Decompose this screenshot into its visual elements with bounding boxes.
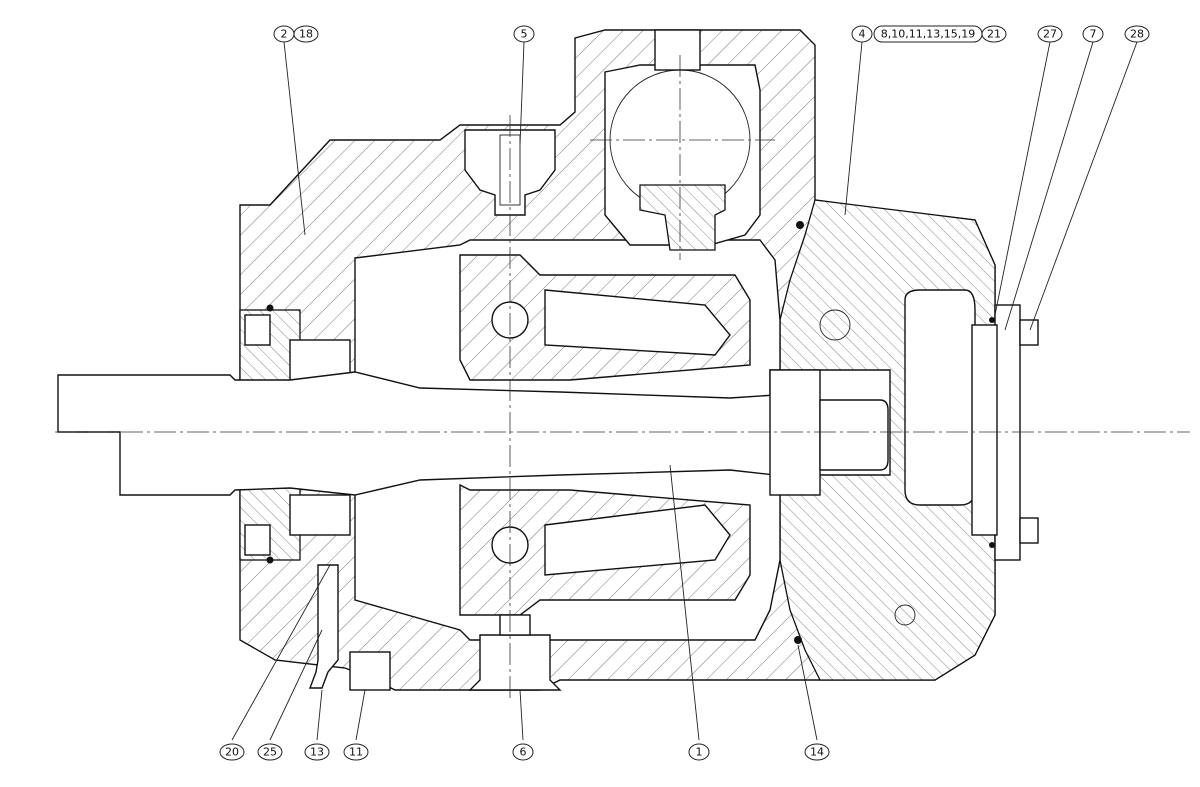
callout-2: 2 xyxy=(273,25,295,43)
svg-text:20: 20 xyxy=(225,746,239,759)
svg-text:8,10,11,13,15,19: 8,10,11,13,15,19 xyxy=(881,28,975,41)
svg-text:7: 7 xyxy=(1090,28,1097,41)
svg-text:27: 27 xyxy=(1043,28,1057,41)
callout-28: 28 xyxy=(1124,25,1150,43)
svg-text:2: 2 xyxy=(281,28,288,41)
svg-text:4: 4 xyxy=(859,28,866,41)
callout-21: 21 xyxy=(981,25,1007,43)
rear-cover xyxy=(971,304,1039,561)
svg-text:25: 25 xyxy=(263,746,277,759)
svg-text:13: 13 xyxy=(310,746,324,759)
svg-text:28: 28 xyxy=(1130,28,1144,41)
svg-text:5: 5 xyxy=(521,28,528,41)
svg-text:1: 1 xyxy=(696,746,703,759)
callout-18: 18 xyxy=(293,25,319,43)
svg-text:6: 6 xyxy=(520,746,527,759)
svg-text:14: 14 xyxy=(810,746,824,759)
callouts-top: 2 18 5 4 8,10,11,13,15,19 21 27 7 xyxy=(273,25,1150,43)
callout-4: 4 xyxy=(851,25,873,43)
callout-27: 27 xyxy=(1037,25,1063,43)
cylinder-block xyxy=(459,254,751,616)
top-bolt xyxy=(654,29,701,71)
callout-group: 8,10,11,13,15,19 xyxy=(873,25,983,43)
bottom-screws xyxy=(308,564,391,691)
leader-lines xyxy=(231,41,1138,741)
callout-20: 20 xyxy=(219,743,245,761)
svg-text:11: 11 xyxy=(349,746,363,759)
callout-14: 14 xyxy=(804,743,830,761)
callout-5: 5 xyxy=(513,25,535,43)
callouts-bottom: 20 25 13 11 6 1 14 xyxy=(219,743,830,761)
callout-25: 25 xyxy=(257,743,283,761)
callout-1: 1 xyxy=(688,743,710,761)
bottom-plug xyxy=(468,614,562,691)
callout-6: 6 xyxy=(512,743,534,761)
svg-text:18: 18 xyxy=(299,28,313,41)
drive-shaft xyxy=(57,369,889,496)
seals xyxy=(794,221,916,644)
callout-7: 7 xyxy=(1082,25,1104,43)
centerlines xyxy=(55,55,1190,700)
callout-11: 11 xyxy=(343,743,369,761)
callout-13: 13 xyxy=(304,743,330,761)
svg-text:21: 21 xyxy=(987,28,1001,41)
